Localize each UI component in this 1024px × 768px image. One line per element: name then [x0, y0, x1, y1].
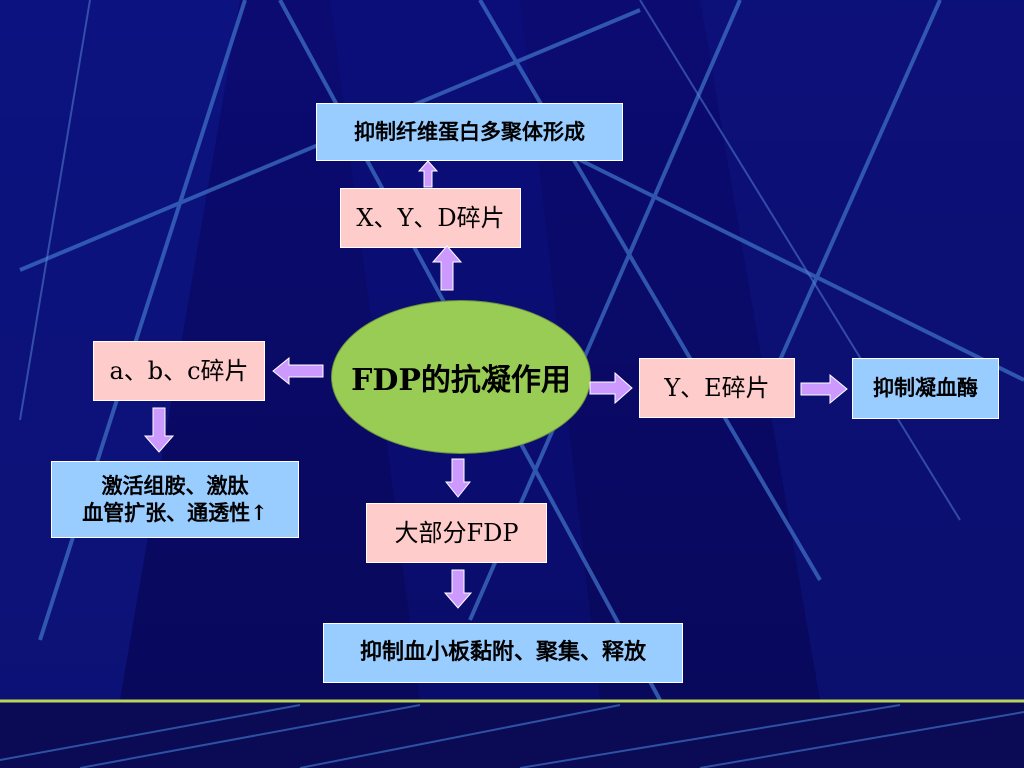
arrow-right	[589, 372, 633, 404]
arrow-down-2	[444, 569, 472, 609]
effect-bottom-text: 抑制血小板黏附、聚集、释放	[359, 639, 646, 666]
effect-box-left: 激活组胺、激肽 血管扩张、通透性↑	[51, 461, 299, 538]
effect-left-line2: 血管扩张、通透性↑	[82, 499, 268, 525]
arrow-down	[445, 458, 471, 498]
arrow-down-left	[144, 407, 174, 453]
fragment-box-top: X、Y、D碎片	[340, 188, 521, 248]
effect-box-right: 抑制凝血酶	[852, 358, 999, 419]
center-ellipse: FDP的抗凝作用	[331, 300, 591, 454]
arrow-left	[272, 357, 324, 385]
center-label: FDP的抗凝作用	[351, 363, 571, 398]
effect-box-top: 抑制纤维蛋白多聚体形成	[316, 103, 623, 161]
effect-right-text: 抑制凝血酶	[873, 375, 978, 401]
arrow-up-small	[418, 160, 438, 188]
fragment-box-bottom: 大部分FDP	[366, 503, 547, 563]
arrow-up	[432, 245, 462, 291]
fragment-bottom-text: 大部分FDP	[394, 519, 519, 547]
fragment-box-right: Y、E碎片	[639, 358, 795, 418]
fragment-box-left: a、b、c碎片	[93, 341, 265, 401]
fragment-left-text: a、b、c碎片	[109, 357, 249, 385]
effect-top-text: 抑制纤维蛋白多聚体形成	[354, 118, 585, 144]
arrow-right-2	[800, 374, 848, 404]
fragment-top-text: X、Y、D碎片	[356, 204, 505, 232]
fragment-right-text: Y、E碎片	[664, 374, 770, 402]
effect-left-line1: 激活组胺、激肽	[101, 473, 249, 499]
effect-box-bottom: 抑制血小板黏附、聚集、释放	[323, 623, 683, 683]
